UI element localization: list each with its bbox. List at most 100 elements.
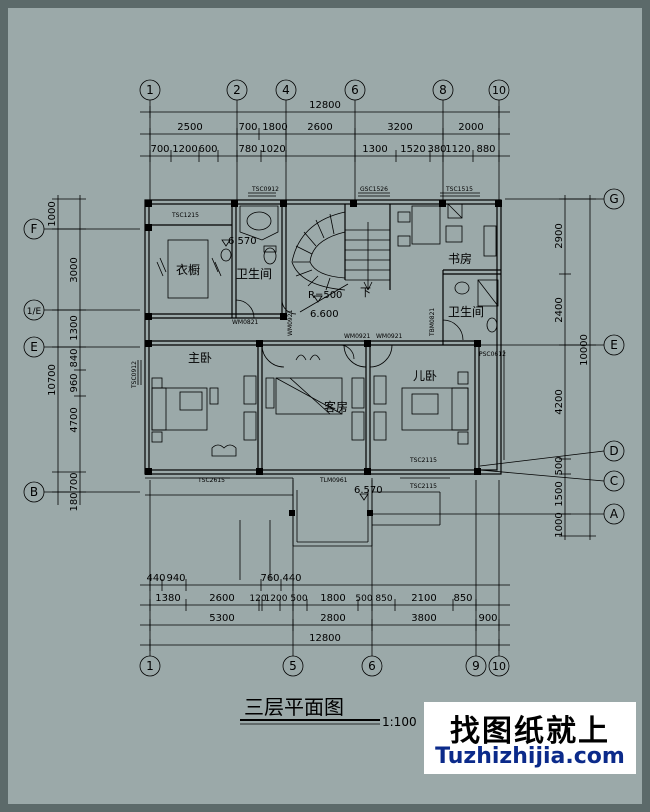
columns <box>145 200 502 516</box>
room-master: 主卧 <box>188 351 212 365</box>
axis-left-E: E <box>30 340 38 354</box>
dim-right-4: 1500 <box>554 481 565 506</box>
door-wm0921-a: WM0921 <box>344 333 371 340</box>
dim-bot-r2-7: 850 <box>375 594 392 604</box>
dim-bot-r3-2: 3800 <box>411 613 436 624</box>
win-tsc0912-left: TSC0912 <box>131 361 138 389</box>
dim-left-4: 960 <box>69 373 80 392</box>
dim-bot-r2-8: 2100 <box>411 593 436 604</box>
door-wm0921-b: WM0921 <box>376 333 403 340</box>
room-bath-right: 卫生间 <box>448 305 484 319</box>
dim-right-0: 2900 <box>554 223 565 248</box>
dim-left-3: 840 <box>69 348 80 367</box>
dim-bot-r2-3: 1200 <box>265 594 288 604</box>
watermark-cn: 找图纸就上 <box>450 714 610 749</box>
dim-bot-r2-5: 1800 <box>320 593 345 604</box>
axis-right-G: G <box>609 192 618 206</box>
dim-top-r2-3: 2600 <box>307 122 332 133</box>
dim-left-6: 700 <box>69 472 80 491</box>
stair <box>291 211 390 313</box>
axis-right-A: A <box>610 507 619 521</box>
dim-lines-bottom <box>140 579 510 651</box>
axis-left-F: F <box>31 222 38 236</box>
axis-bottom-6: 6 <box>368 659 376 673</box>
win-tsc1515: TSC1515 <box>445 186 473 193</box>
master-furniture <box>151 375 257 457</box>
dim-bot-r1-1: 940 <box>166 573 185 584</box>
bath-left-fixtures <box>220 205 279 265</box>
axis-bubbles-top <box>139 79 510 200</box>
study-furniture <box>397 205 497 257</box>
doors <box>235 299 464 368</box>
dim-right-3: 500 <box>554 456 565 475</box>
dim-bot-r1-3: 440 <box>282 573 301 584</box>
dim-bot-total: 12800 <box>309 633 341 644</box>
win-tsc1215: TSC1215 <box>171 212 199 219</box>
bath-right-fixtures <box>447 203 499 333</box>
axis-bubbles-left <box>23 218 140 503</box>
axis-top-10: 10 <box>492 84 506 97</box>
door-wm0921-c: WM0921 <box>287 309 294 336</box>
dim-top-r3-9: 880 <box>476 144 495 155</box>
win-psc0612: PSC0612 <box>479 351 506 358</box>
win-tsc0912-top: TSC0912 <box>251 186 279 193</box>
wardrobe <box>156 239 222 299</box>
dim-top-r3-6: 1520 <box>400 144 425 155</box>
room-bath-left: 卫生间 <box>236 267 272 281</box>
elev-bath: 6.570 <box>228 236 257 247</box>
dim-bot-r1-0: 440 <box>146 573 165 584</box>
dim-bot-r3-0: 5300 <box>209 613 234 624</box>
dim-bot-r2-1: 2600 <box>209 593 234 604</box>
dim-top-r3-7: 380 <box>427 144 446 155</box>
win-tsc2615: TSC2615 <box>197 477 225 484</box>
title-underline <box>240 719 380 725</box>
room-living: 客房 <box>324 399 348 414</box>
dim-top-r2-0: 2500 <box>177 122 202 133</box>
dim-top-r3-0: 700 <box>150 144 169 155</box>
axis-top-6: 6 <box>351 83 359 97</box>
dim-bot-r2-0: 1380 <box>155 593 180 604</box>
win-tsc2115-a: TSC2115 <box>409 457 437 464</box>
dim-left-2: 1300 <box>69 315 80 340</box>
dim-bot-r2-9: 850 <box>453 593 472 604</box>
dim-right-5: 1000 <box>554 512 565 537</box>
axis-left-B: B <box>30 485 38 499</box>
dim-top-total: 12800 <box>309 100 341 111</box>
dim-right-total: 10000 <box>579 334 590 366</box>
dim-top-r2-2: 1800 <box>262 122 287 133</box>
axis-top-8: 8 <box>439 83 447 97</box>
win-tsc2115-b: TSC2115 <box>409 483 437 490</box>
axis-top-1: 1 <box>146 83 154 97</box>
dim-bot-r3-1: 2800 <box>320 613 345 624</box>
drawing-title: 三层平面图 <box>244 695 344 719</box>
stair-down: 下 <box>360 286 371 299</box>
axis-right-C: C <box>610 474 618 488</box>
axis-bottom-1: 1 <box>146 659 154 673</box>
dim-right-1: 2400 <box>554 297 565 322</box>
door-tlm: TLM0961 <box>319 477 348 484</box>
windows <box>137 192 505 479</box>
dim-top-r2-1: 700 <box>238 122 257 133</box>
dim-top-r3-4: 1020 <box>260 144 285 155</box>
dim-bot-r3-3: 900 <box>478 613 497 624</box>
living-furniture <box>265 354 365 441</box>
walls <box>144 199 502 475</box>
dim-top-r3-8: 1120 <box>445 144 470 155</box>
axis-bubbles-bottom <box>139 480 510 677</box>
dim-right-2: 4200 <box>554 389 565 414</box>
dim-top-r3-2: 600 <box>198 144 217 155</box>
dim-left-total: 10700 <box>47 364 58 396</box>
axis-top-2: 2 <box>233 83 241 97</box>
dim-lines-left <box>52 195 86 505</box>
door-wm0821-a: WM0821 <box>232 319 259 326</box>
dim-top-r3-1: 1200 <box>172 144 197 155</box>
stair-radius: R=500 <box>308 290 342 301</box>
dim-left-1: 3000 <box>69 257 80 282</box>
elev-front: 6.570 <box>354 485 383 496</box>
axis-left-1E: 1/E <box>27 307 42 317</box>
dim-top-r3-3: 780 <box>238 144 257 155</box>
axis-right-E: E <box>610 338 618 352</box>
drawing-scale: 1:100 <box>382 715 417 729</box>
